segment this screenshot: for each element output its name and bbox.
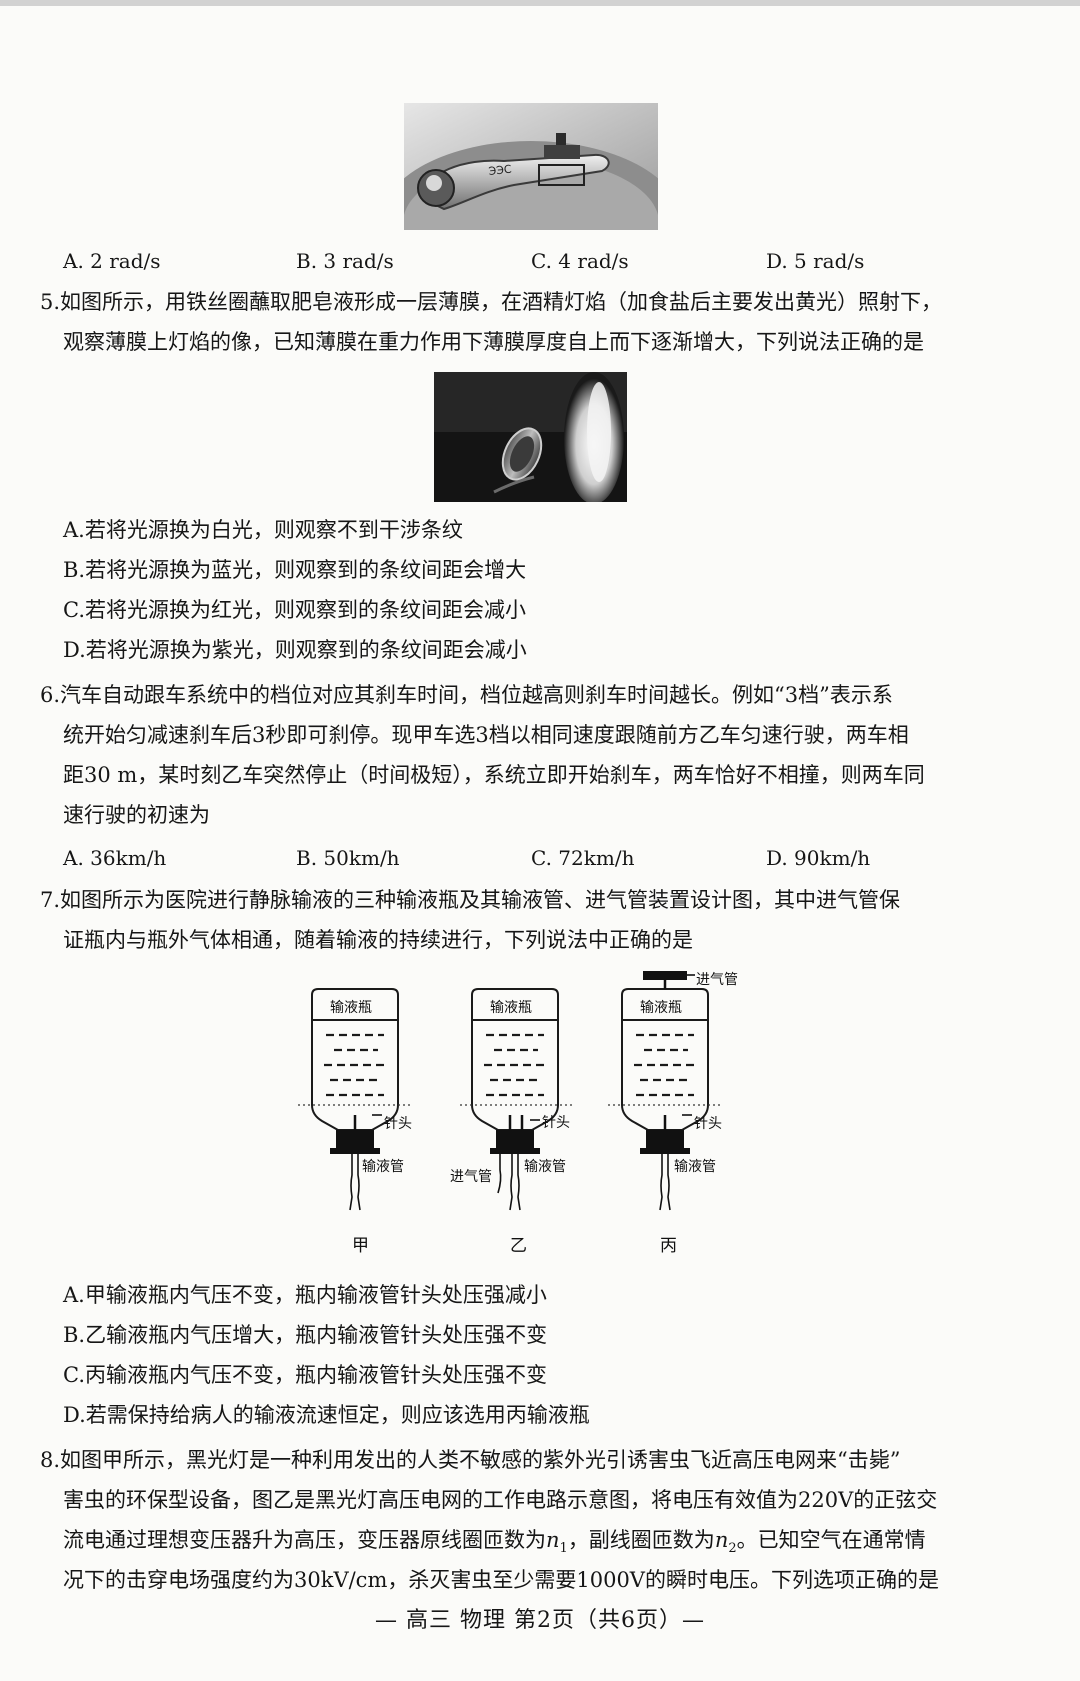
n1-subscript: 1 xyxy=(559,1541,568,1557)
yi-air-tube-label: 进气管 xyxy=(450,1169,492,1185)
bing-needle-label: 针头 xyxy=(694,1116,722,1132)
q6-stem-line-3: 距30 m，某时刻乙车突然停止（时间极短），系统立即开始刹车，两车恰好不相撞，则… xyxy=(63,763,925,787)
q4-rotating-device-photo: ЭЭС xyxy=(404,103,658,230)
q6-stem-line-2: 统开始匀减速刹车后3秒即可刹停。现甲车选3档以相同速度跟随前方乙车匀速行驶，两车… xyxy=(63,723,909,747)
bottle-bing-label: 输液瓶 xyxy=(640,1000,682,1016)
q6-stem-line-1: 6.汽车自动跟车系统中的档位对应其刹车时间，档位越高则刹车时间越长。例如“3档”… xyxy=(40,683,893,707)
q6-option-a: A. 36km/h xyxy=(63,846,167,870)
n2-subscript: 2 xyxy=(728,1541,737,1557)
jia-tube-label: 输液管 xyxy=(362,1159,404,1175)
q6-stem-line-4: 速行驶的初速为 xyxy=(63,803,210,827)
q5-stem-line-2: 观察薄膜上灯焰的像，已知薄膜在重力作用下薄膜厚度自上而下逐渐增大，下列说法正确的… xyxy=(63,330,924,354)
q8-line3-part-c: 。已知空气在通常情 xyxy=(736,1528,926,1552)
q7-stem-line-1: 7.如图所示为医院进行静脉输液的三种输液瓶及其输液管、进气管装置设计图，其中进气… xyxy=(40,888,901,912)
q4-option-c: C. 4 rad/s xyxy=(531,249,629,273)
caption-bing: 丙 xyxy=(660,1236,677,1255)
q4-option-d: D. 5 rad/s xyxy=(766,249,865,273)
caption-yi: 乙 xyxy=(510,1236,527,1255)
page-footer: — 高三 物理 第2页（共6页）— xyxy=(375,1608,705,1633)
jia-needle-label: 针头 xyxy=(384,1116,412,1132)
q4-option-a: A. 2 rad/s xyxy=(63,249,161,273)
q5-stem-line-1: 5.如图所示，用铁丝圈蘸取肥皂液形成一层薄膜，在酒精灯焰（加食盐后主要发出黄光）… xyxy=(40,290,943,314)
bottle-yi-outline xyxy=(471,988,559,1131)
bottle-jia-outline xyxy=(311,988,399,1131)
q8-stem-line-1: 8.如图甲所示，黑光灯是一种利用发出的人类不敏感的紫外光引诱害虫飞近高压电网来“… xyxy=(40,1448,901,1472)
q5-soap-film-photo xyxy=(434,372,627,502)
n2-symbol: n xyxy=(714,1528,729,1552)
q8-line3-part-b: ，副线圈匝数为 xyxy=(567,1528,715,1552)
q5-option-c: C.若将光源换为红光，则观察到的条纹间距会减小 xyxy=(63,598,526,622)
q8-stem-line-2: 害虫的环保型设备，图乙是黑光灯高压电网的工作电路示意图，将电压有效值为220V的… xyxy=(63,1488,938,1512)
q7-option-b: B.乙输液瓶内气压增大，瓶内输液管针头处压强不变 xyxy=(63,1323,548,1347)
q8-line3-part-a: 流电通过理想变压器升为高压，变压器原线圈匝数为 xyxy=(63,1528,546,1552)
bing-air-tube-label: 进气管 xyxy=(696,972,738,988)
photo-device-label: ЭЭС xyxy=(488,163,513,178)
q4-option-b: B. 3 rad/s xyxy=(296,249,394,273)
yi-tube-label: 输液管 xyxy=(524,1159,566,1175)
q8-stem-line-3: 流电通过理想变压器升为高压，变压器原线圈匝数为n1，副线圈匝数为n2。已知空气在… xyxy=(63,1525,926,1564)
bing-tube-label: 输液管 xyxy=(674,1159,716,1175)
n1-symbol: n xyxy=(546,1528,560,1552)
q7-option-d: D.若需保持给病人的输液流速恒定，则应该选用丙输液瓶 xyxy=(63,1403,590,1427)
q7-infusion-bottles-figure: 输液瓶 输液瓶 输液瓶 进气管 针头 针头 针头 输液管 输液管 输液管 进气管… xyxy=(290,965,760,1256)
q6-option-d: D. 90km/h xyxy=(766,846,871,870)
q7-option-c: C.丙输液瓶内气压不变，瓶内输液管针头处压强不变 xyxy=(63,1363,547,1387)
bottle-yi-label: 输液瓶 xyxy=(490,1000,532,1016)
q5-option-b: B.若将光源换为蓝光，则观察到的条纹间距会增大 xyxy=(63,558,527,582)
q6-option-c: C. 72km/h xyxy=(531,846,635,870)
q6-option-b: B. 50km/h xyxy=(296,846,400,870)
q8-stem-line-4: 况下的击穿电场强度约为30kV/cm，杀灭害虫至少需要1000V的瞬时电压。下列… xyxy=(63,1568,939,1592)
q5-option-d: D.若将光源换为紫光，则观察到的条纹间距会减小 xyxy=(63,638,527,662)
yi-needle-label: 针头 xyxy=(542,1115,570,1131)
q7-stem-line-2: 证瓶内与瓶外气体相通，随着输液的持续进行，下列说法中正确的是 xyxy=(63,928,693,952)
caption-jia: 甲 xyxy=(352,1236,369,1255)
bottle-jia-label: 输液瓶 xyxy=(330,1000,372,1016)
q5-option-a: A.若将光源换为白光，则观察不到干涉条纹 xyxy=(63,518,463,542)
top-edge-bar xyxy=(0,0,1080,6)
q7-option-a: A.甲输液瓶内气压不变，瓶内输液管针头处压强减小 xyxy=(63,1283,547,1307)
